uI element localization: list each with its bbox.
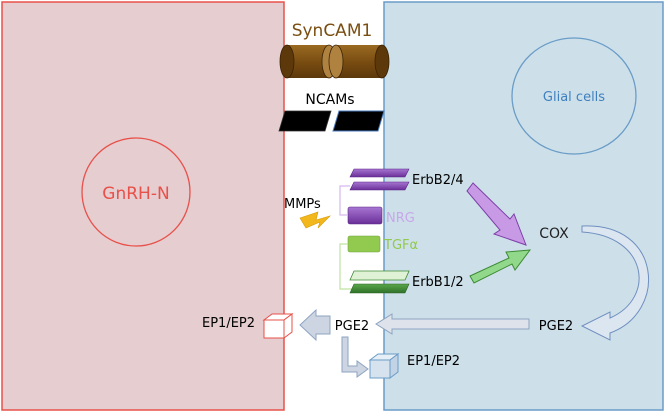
erbb24-to-cox-arrow (466, 182, 527, 246)
erbb12-label: ErbB1/2 (412, 275, 464, 290)
pge2-glial-label: PGE2 (539, 319, 573, 334)
nrg-ligand (347, 206, 383, 225)
ncam-left (278, 110, 332, 132)
tgfa-label: TGFα (383, 238, 418, 253)
ep-bottom-cube (368, 353, 400, 379)
erbb12-to-cox-arrow (469, 249, 532, 284)
nrg-erbb24-connector (339, 185, 350, 216)
pge2-to-ep-left-arrow (299, 308, 331, 342)
gnrh-label: GnRH-N (102, 184, 169, 204)
syncam-cylinder-right (328, 44, 390, 79)
ep-left-cube (262, 313, 294, 339)
ncam-right (332, 110, 385, 132)
ep-bottom-label: EP1/EP2 (407, 354, 460, 369)
ncams-label: NCAMs (305, 92, 354, 108)
tgfa-erbb12-connector (339, 243, 352, 290)
glial-label: Glial cells (543, 90, 605, 105)
mmps-label: MMPs (284, 197, 321, 212)
mmps-lightning-icon (299, 211, 332, 229)
pge2-to-ep-bottom-arrow (341, 336, 369, 378)
pge2-to-pge2-arrow (375, 313, 530, 335)
cox-label: COX (539, 226, 569, 242)
gnrh-neuron-cell: GnRH-N (1, 1, 285, 411)
syncam-cylinder-left (279, 44, 337, 79)
erbb12-receptor (349, 270, 410, 294)
erbb24-receptor (349, 168, 410, 191)
ep-left-label: EP1/EP2 (202, 316, 255, 331)
glial-cell: Glial cells (383, 1, 664, 411)
syncam-label: SynCAM1 (292, 21, 373, 41)
erbb24-label: ErbB2/4 (412, 173, 464, 188)
nrg-label: NRG (386, 211, 415, 226)
pge2-mid-label: PGE2 (335, 319, 369, 334)
tgfa-ligand (347, 235, 381, 253)
cox-to-pge2-arrow (580, 225, 650, 341)
